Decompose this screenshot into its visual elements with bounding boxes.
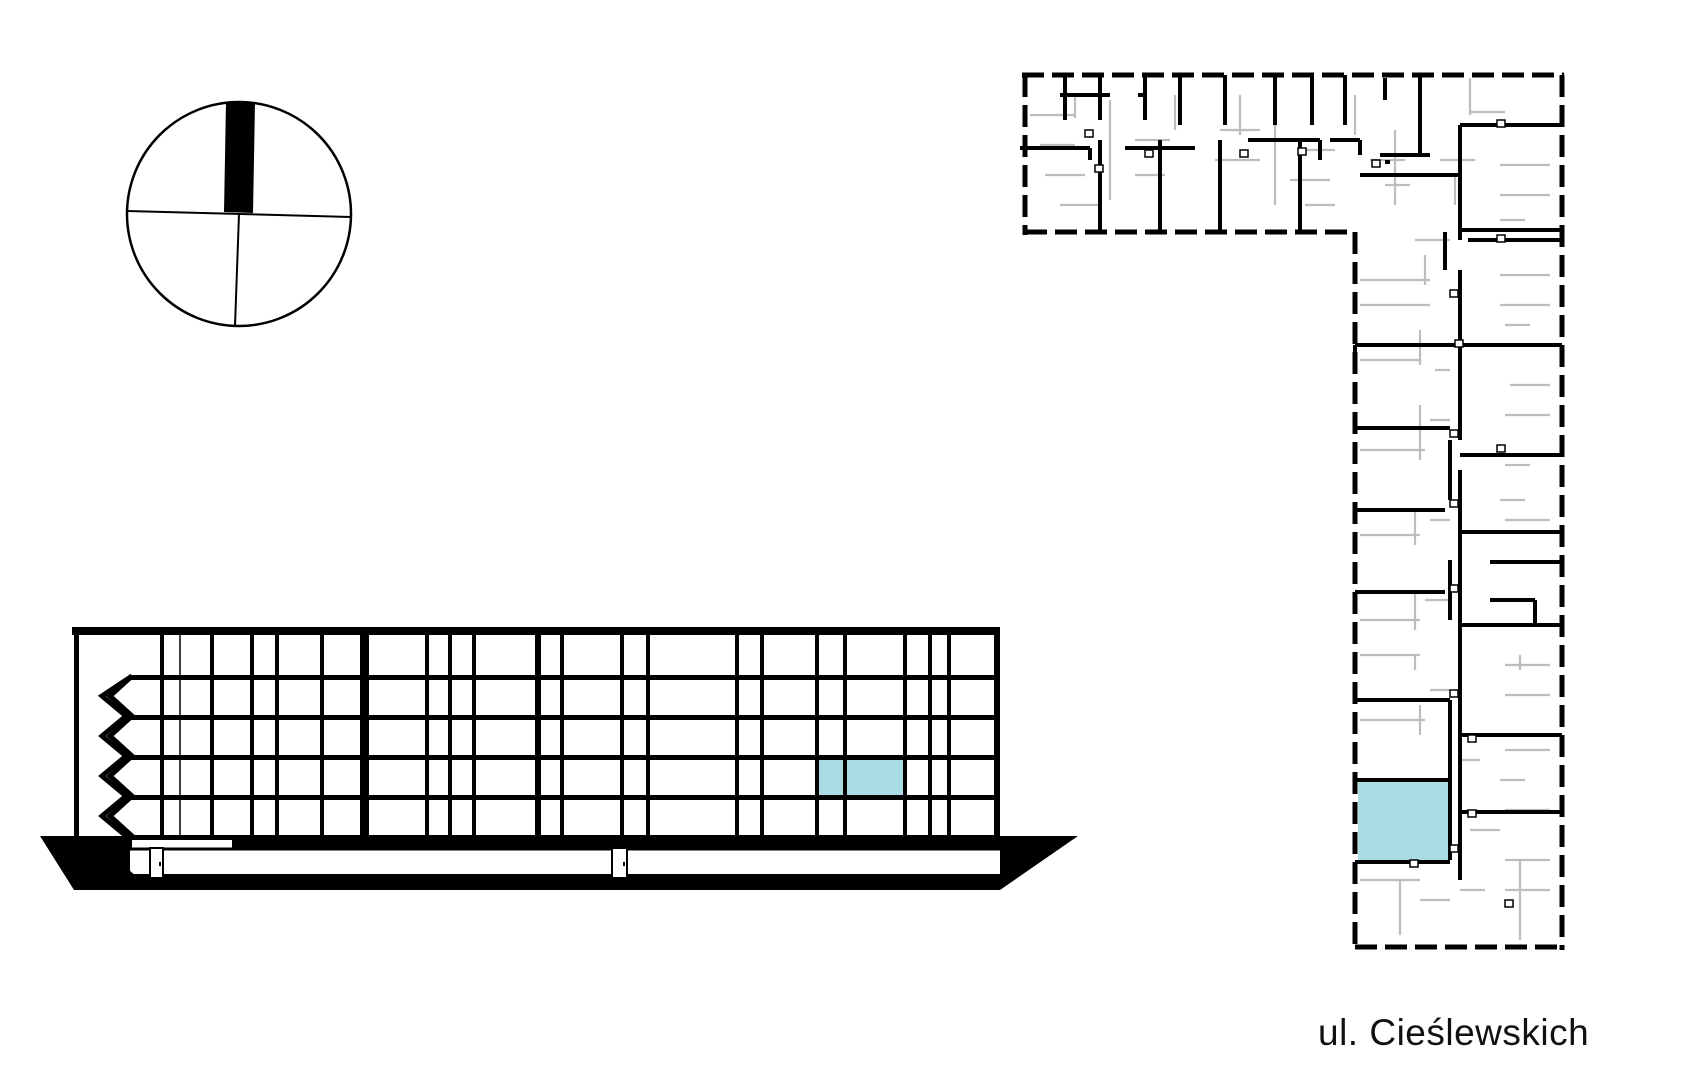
section-wall [320,635,324,835]
section-wall [947,635,951,835]
plan-door-marker [1496,444,1506,453]
ground-floor-void [130,848,1000,878]
section-highlighted-unit [817,757,903,797]
section-wall [425,635,429,835]
plan-interior-partitions [1030,78,1550,940]
compass-circle [125,100,353,328]
plan-door-marker [1084,129,1094,138]
plan-door-marker [1094,164,1104,173]
plan-door-marker [1409,859,1419,868]
compass-vertical-line [234,213,240,327]
plan-door-marker [1449,584,1459,593]
section-wall [815,635,819,835]
plan-door-marker [1467,809,1477,818]
plan-highlighted-unit [1358,780,1448,860]
section-wall [903,635,907,835]
plan-exterior-walls [1022,72,1565,950]
plan-door-marker [1496,119,1506,128]
street-name-label: ul. Cieślewskich [1318,1012,1590,1053]
section-door-left [149,847,164,879]
section-right-wall [994,627,1000,837]
section-door-center [611,847,628,879]
plan-door-marker [1454,339,1464,348]
floor-plan [1020,72,1565,950]
section-left-wall [74,627,79,877]
section-wall [250,635,254,835]
compass-north-needle [224,102,255,213]
section-wall [275,635,279,835]
plan-door-marker [1504,899,1514,908]
section-wall [646,635,650,835]
section-wall [360,635,364,835]
north-indicator-icon [125,100,353,328]
plan-door-marker [1449,429,1459,438]
plan-door-marker [1239,149,1249,158]
section-walls [160,635,951,835]
building-section [40,627,1078,890]
plan-door-marker [1449,844,1459,853]
plan-door-marker [1449,689,1459,698]
section-wall [760,635,764,835]
section-wall [160,635,164,835]
roof-slab [72,627,1000,635]
section-wall [735,635,739,835]
plan-door-marker [1449,499,1459,508]
plan-door-marker [1144,149,1154,158]
section-wall [843,635,847,835]
section-wall [560,635,564,835]
section-wall [620,635,624,835]
plan-door-marker [1449,289,1459,298]
section-wall [210,635,214,835]
plan-door-marker [1297,147,1307,156]
staircase [97,673,136,879]
section-wall-thick [363,635,369,835]
plan-structural-walls [1020,75,1562,908]
plan-door-marker [1467,734,1477,743]
floor-slabs [130,675,1000,840]
section-wall-thick [535,635,541,835]
plan-door-marker [1496,234,1506,243]
section-wall [928,635,932,835]
section-wall [472,635,476,835]
plan-door-marker [1371,159,1381,168]
section-wall [448,635,452,835]
